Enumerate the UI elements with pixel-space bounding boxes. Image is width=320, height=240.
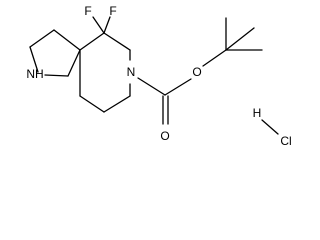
bond-tbu-methyl-upright — [225, 27, 255, 51]
bond-n-carbonyl-c — [137, 77, 166, 96]
atom-fluorine-2: F — [109, 4, 116, 18]
atom-ester-oxygen: O — [192, 65, 201, 79]
bond-ch2c-ch2d — [79, 95, 105, 113]
bond-spiro-cf2 — [79, 32, 105, 51]
atom-fluorine-1: F — [84, 4, 91, 18]
bond-cf2-f2 — [103, 16, 111, 34]
bond-c1-nh — [44, 74, 69, 77]
atom-ring-nitrogen: N — [127, 65, 136, 79]
bond-h-cl — [261, 119, 279, 135]
bond-carbonyl-o-ester — [164, 78, 192, 96]
molecule-svg: F F N NH O O H Cl — [26, 4, 291, 148]
bond-c4-spiro — [53, 29, 81, 51]
bond-cf2-f1 — [92, 16, 105, 34]
structure-diagram: F F N NH O O H Cl — [26, 4, 291, 148]
atom-chlorine: Cl — [280, 134, 291, 148]
bond-ch2b-ch2c — [103, 95, 131, 113]
atom-carbonyl-oxygen: O — [160, 129, 169, 143]
bond-cf2-ch2 — [103, 32, 131, 51]
bond-spiro-c1 — [67, 49, 81, 77]
bond-nh-c3 — [29, 46, 39, 73]
bond-c3-c4 — [29, 29, 55, 48]
atom-hydrogen: H — [253, 106, 262, 120]
bond-o-tbu — [202, 49, 227, 67]
atom-pyrrolidine-nh: NH — [26, 67, 43, 81]
